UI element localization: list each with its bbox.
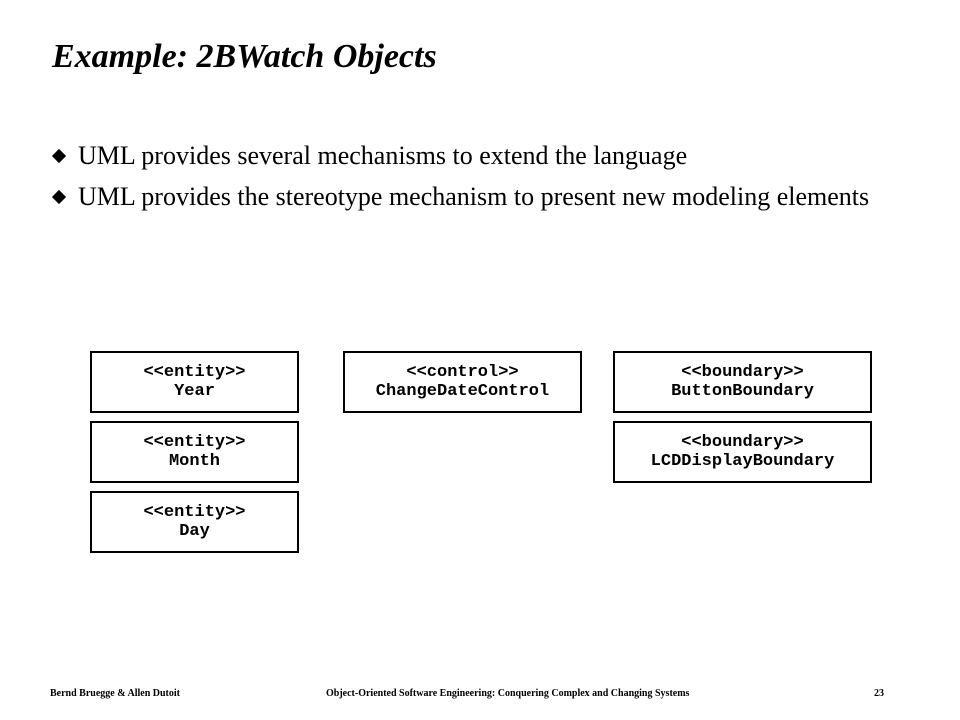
object-stereotype: <<entity>> xyxy=(143,363,246,382)
object-name: Month xyxy=(168,452,220,471)
footer-page-number: 23 xyxy=(874,688,884,699)
footer-book-title: Object-Oriented Software Engineering: Co… xyxy=(326,688,690,699)
bullet-list: UML provides several mechanisms to exten… xyxy=(50,140,910,222)
object-box-year: <<entity>> Year xyxy=(90,351,299,413)
diamond-bullet-icon xyxy=(51,148,67,164)
bullet-text: UML provides several mechanisms to exten… xyxy=(78,141,688,170)
footer-authors: Bernd Bruegge & Allen Dutoit xyxy=(50,688,180,699)
object-name: Year xyxy=(174,382,215,401)
object-box-month: <<entity>> Month xyxy=(90,421,299,483)
object-box-day: <<entity>> Day xyxy=(90,491,299,553)
object-stereotype: <<control>> xyxy=(406,363,519,382)
object-box-change-date-control: <<control>> ChangeDateControl xyxy=(343,351,582,413)
diamond-bullet-icon xyxy=(51,189,67,205)
bullet-text: UML provides the stereotype mechanism to… xyxy=(78,182,870,211)
object-box-button-boundary: <<boundary>> ButtonBoundary xyxy=(613,351,872,413)
object-stereotype: <<entity>> xyxy=(143,503,246,522)
object-stereotype: <<boundary>> xyxy=(681,433,804,452)
object-name: LCDDisplayBoundary xyxy=(650,452,835,471)
slide-title: Example: 2BWatch Objects xyxy=(52,38,437,75)
object-name: ButtonBoundary xyxy=(671,382,814,401)
bullet-item: UML provides several mechanisms to exten… xyxy=(50,140,910,171)
object-stereotype: <<entity>> xyxy=(143,433,246,452)
object-name: Day xyxy=(179,522,210,541)
bullet-item: UML provides the stereotype mechanism to… xyxy=(50,181,910,212)
object-name: ChangeDateControl xyxy=(375,382,550,401)
object-box-lcd-display-boundary: <<boundary>> LCDDisplayBoundary xyxy=(613,421,872,483)
object-stereotype: <<boundary>> xyxy=(681,363,804,382)
